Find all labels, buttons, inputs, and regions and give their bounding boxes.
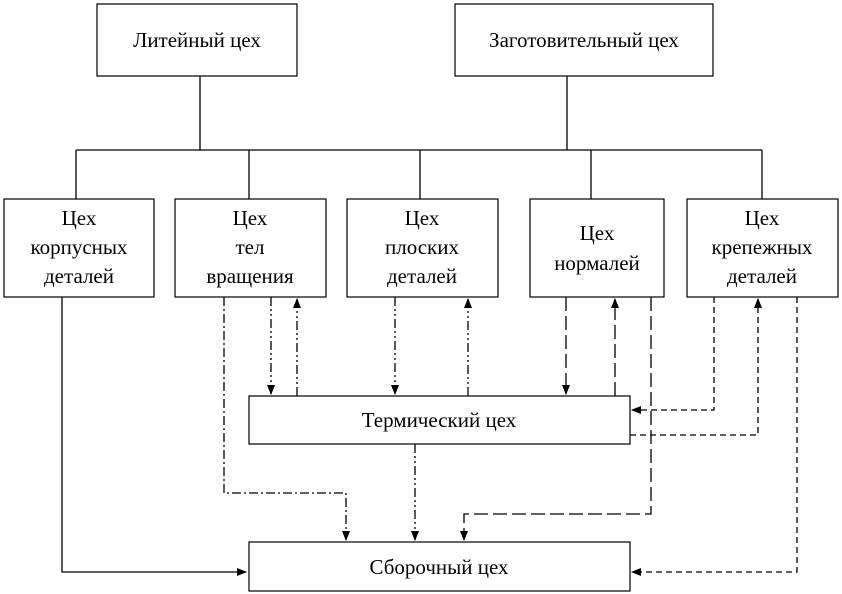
edge-rotation-assembly <box>223 297 350 541</box>
tree-connectors <box>75 76 763 199</box>
node-fastener: Цех крепежных деталей <box>686 198 839 298</box>
node-assembly-label: Сборочный цех <box>369 555 509 579</box>
node-assembly: Сборочный цех <box>248 541 631 592</box>
node-rotation-line-3: вращения <box>206 264 294 288</box>
node-flat-line-3: деталей <box>387 264 457 288</box>
edge-normals-assembly <box>460 297 652 541</box>
node-fastener-line-1: Цех <box>745 206 780 230</box>
node-fastener-line-3: деталей <box>727 264 797 288</box>
node-fastener-line-2: крепежных <box>712 235 813 259</box>
node-normals: Цех нормалей <box>529 198 665 298</box>
node-body: Цех корпусных деталей <box>3 198 155 298</box>
node-body-line-3: деталей <box>44 264 114 288</box>
node-normals-line-1: Цех <box>580 221 615 245</box>
edge-fastener-thermal <box>631 297 715 414</box>
node-rotation-line-1: Цех <box>233 206 268 230</box>
node-flat: Цех плоских деталей <box>346 198 499 298</box>
node-blank: Заготовительный цех <box>454 3 714 77</box>
node-blank-label: Заготовительный цех <box>489 28 679 52</box>
node-flat-line-2: плоских <box>385 235 460 259</box>
node-body-line-1: Цех <box>62 206 97 230</box>
node-foundry: Литейный цех <box>96 3 298 77</box>
node-flat-line-1: Цех <box>405 206 440 230</box>
node-thermal: Термический цех <box>248 395 631 445</box>
edge-body-assembly <box>61 297 247 576</box>
edge-fastener-assembly <box>631 297 798 576</box>
node-rotation-line-2: тел <box>236 235 265 259</box>
node-foundry-label: Литейный цех <box>133 28 261 52</box>
node-body-line-2: корпусных <box>30 235 128 259</box>
node-normals-line-2: нормалей <box>554 251 640 275</box>
edge-thermal-fastener <box>630 298 762 436</box>
node-rotation: Цех тел вращения <box>174 198 327 298</box>
node-thermal-label: Термический цех <box>362 408 517 432</box>
